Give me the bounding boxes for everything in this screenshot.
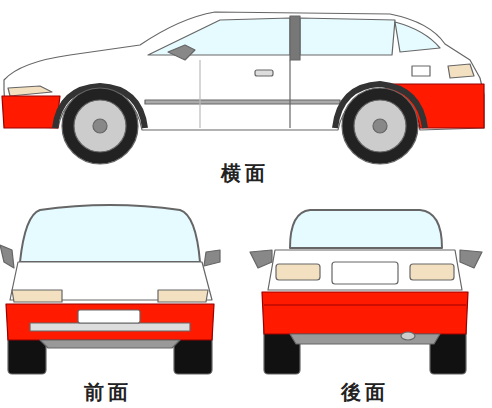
- view-label: 横面: [221, 160, 269, 187]
- view-label: 後面: [341, 379, 389, 406]
- view-label: 前面: [84, 379, 132, 406]
